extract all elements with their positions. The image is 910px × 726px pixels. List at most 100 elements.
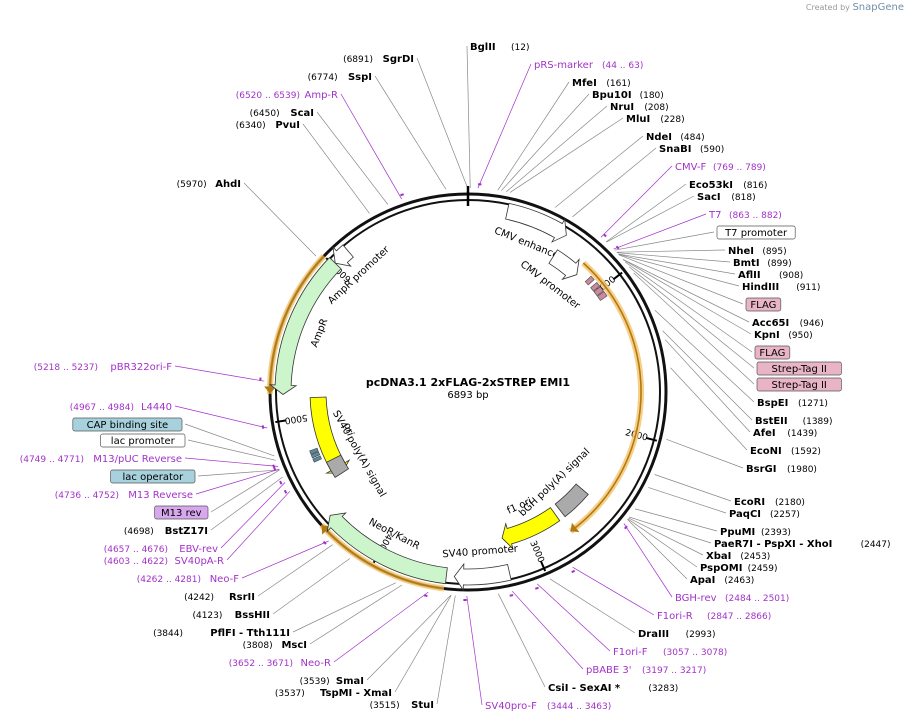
annotation-name: F1ori-F bbox=[613, 647, 648, 658]
annotation-position: (6520 .. 6539) bbox=[236, 91, 300, 101]
primer-label: pRS-marker(44 .. 63) bbox=[534, 60, 643, 71]
leader-line bbox=[309, 584, 403, 645]
leader-line bbox=[654, 310, 755, 403]
annotation-name: TspMI - XmaI bbox=[320, 688, 392, 699]
callout-box bbox=[745, 297, 782, 312]
annotation-name: SV40pA-R bbox=[175, 556, 224, 567]
annotation-position: (2484 .. 2501) bbox=[725, 594, 789, 604]
leader-line bbox=[174, 405, 268, 429]
enzyme-label: StuI(3515) bbox=[370, 700, 434, 711]
annotation-position: (590) bbox=[700, 145, 724, 155]
enzyme-label: AfeI(1439) bbox=[753, 428, 817, 439]
leader-line bbox=[628, 517, 704, 556]
callout-text: FLAG bbox=[750, 300, 776, 311]
leader-line bbox=[316, 111, 389, 205]
leader-line bbox=[623, 523, 673, 598]
primer-label: T7(863 .. 882) bbox=[708, 210, 782, 221]
annotation-name: L4440 bbox=[141, 402, 172, 413]
annotation-position: (3808) bbox=[243, 641, 273, 651]
annotation-name: pRS-marker bbox=[534, 60, 594, 71]
annotation-name: DraIII bbox=[638, 629, 669, 640]
tick-mark bbox=[645, 436, 658, 442]
enzyme-label: PflFI - Tth111I(3844) bbox=[153, 628, 290, 639]
callout-box bbox=[72, 417, 183, 432]
enzyme-label: ScaI(6450) bbox=[250, 108, 314, 119]
annotation-name: HindIII bbox=[742, 282, 779, 293]
annotation-name: Eco53kI bbox=[689, 180, 733, 191]
enzyme-label: MscI(3808) bbox=[243, 640, 307, 651]
annotation-name: BsrGI bbox=[746, 464, 776, 475]
annotation-position: (4242) bbox=[184, 593, 214, 603]
annotation-position: (1980) bbox=[787, 465, 817, 475]
annotation-position: (2459) bbox=[748, 564, 778, 574]
primer-mark bbox=[273, 467, 277, 472]
annotation-name: SV40pro-F bbox=[485, 701, 537, 712]
leader-line bbox=[497, 81, 570, 191]
annotation-name: SgrDI bbox=[383, 54, 414, 65]
leader-line bbox=[670, 367, 748, 451]
orf-arcs bbox=[264, 254, 644, 592]
annotation-position: (4603 .. 4622) bbox=[104, 557, 168, 567]
feature-arrow bbox=[453, 562, 512, 592]
enzyme-label: ApaI(2463) bbox=[690, 575, 754, 586]
leader-line bbox=[210, 469, 280, 513]
annotation-name: F1ori-R bbox=[657, 611, 693, 622]
enzyme-label: HindIII(911) bbox=[742, 282, 820, 293]
leader-line bbox=[226, 491, 291, 561]
enzyme-label: Eco53kI(816) bbox=[689, 180, 767, 191]
leader-line bbox=[333, 591, 429, 663]
annotation-name: SmaI bbox=[336, 676, 364, 687]
leader-line bbox=[184, 423, 275, 457]
leader-line bbox=[466, 595, 483, 706]
annotation-name: CMV-F bbox=[675, 162, 706, 173]
annotation-position: (4262 .. 4281) bbox=[137, 575, 201, 585]
annotation-name: NdeI bbox=[646, 132, 672, 143]
leader-line bbox=[622, 258, 750, 323]
annotation-position: (6450) bbox=[250, 109, 280, 119]
tick-mark bbox=[539, 560, 547, 572]
callout-box bbox=[110, 469, 196, 484]
leader-line bbox=[618, 254, 740, 287]
feature-callout: Strep-Tag II bbox=[756, 361, 842, 376]
annotation-position: (4123) bbox=[192, 611, 222, 621]
leader-line bbox=[292, 582, 396, 633]
annotation-position: (228) bbox=[660, 115, 684, 125]
feature-arrow bbox=[268, 257, 342, 395]
primer-label: SV40pro-F(3444 .. 3463) bbox=[485, 701, 611, 712]
enzyme-label: BstEII(1389) bbox=[755, 416, 833, 427]
leader-line bbox=[572, 566, 655, 616]
feature-callout: lac promoter bbox=[100, 433, 186, 448]
primer-label: L4440(4967 .. 4984) bbox=[70, 402, 172, 413]
leader-line bbox=[600, 165, 673, 238]
annotation-name: M13 Reverse bbox=[128, 490, 193, 501]
annotation-position: (161) bbox=[606, 79, 630, 89]
snapgene-credit: Created by SnapGene bbox=[806, 2, 904, 13]
annotation-name: EcoRI bbox=[734, 497, 765, 508]
annotation-position: (3057 .. 3078) bbox=[663, 648, 727, 658]
enzyme-label: EcoNI(1592) bbox=[750, 446, 821, 457]
leader-line bbox=[197, 469, 280, 477]
enzyme-label: Acc65I(946) bbox=[752, 318, 824, 329]
leader-line bbox=[302, 123, 370, 214]
leader-line bbox=[436, 595, 456, 705]
leader-line bbox=[664, 339, 751, 433]
orf-arrowhead bbox=[264, 386, 277, 394]
leader-line bbox=[617, 252, 731, 263]
annotation-name: MluI bbox=[626, 114, 650, 125]
enzyme-label: CsiI - SexAI *(3283) bbox=[548, 683, 678, 694]
annotation-position: (4657 .. 4676) bbox=[104, 545, 168, 555]
primer-label: pBR322ori-F(5218 .. 5237) bbox=[34, 362, 173, 373]
leader-line bbox=[648, 487, 727, 514]
primer-label: CMV-F(769 .. 789) bbox=[675, 162, 766, 173]
small-feature-mark bbox=[312, 455, 322, 463]
leader-line bbox=[220, 482, 286, 549]
annotation-name: KpnI bbox=[754, 330, 780, 341]
annotation-position: (4749 .. 4771) bbox=[20, 455, 84, 465]
leader-line bbox=[366, 595, 452, 681]
annotation-name: PpuMI bbox=[720, 527, 755, 538]
annotation-position: (484) bbox=[680, 133, 704, 143]
small-feature-mark bbox=[597, 291, 608, 301]
enzyme-label: SgrDI(6891) bbox=[343, 54, 414, 65]
feature-callout: FLAG bbox=[745, 297, 782, 312]
